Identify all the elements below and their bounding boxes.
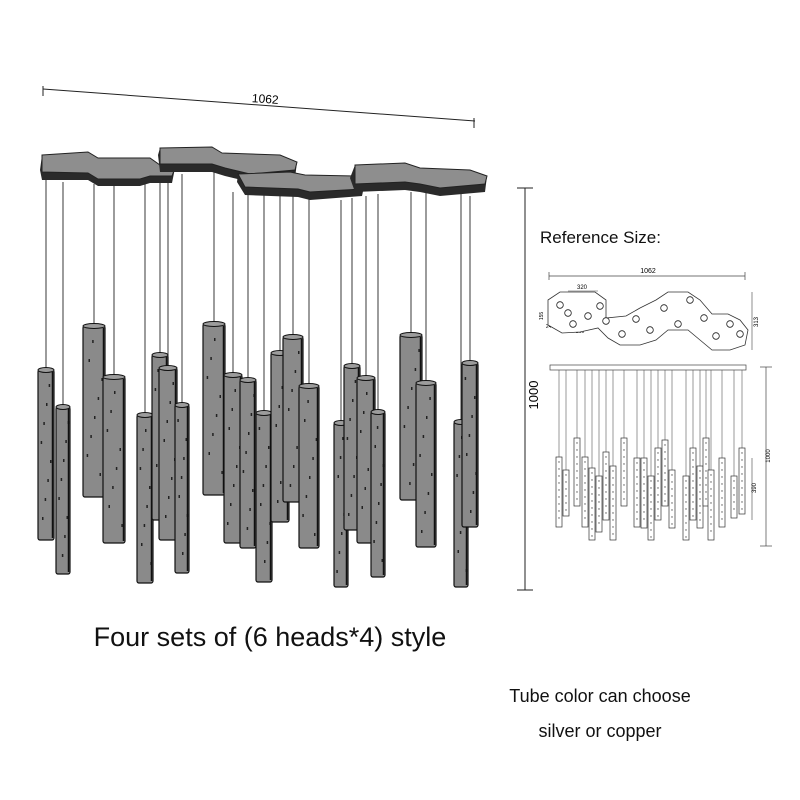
reference-top-view: 1062 320 200 155 240 260 313 bbox=[539, 268, 760, 351]
width-dimension: 1062 bbox=[42, 86, 476, 128]
pendant-tube bbox=[136, 412, 154, 584]
ref-tube bbox=[718, 457, 726, 528]
style-caption: Four sets of (6 heads*4) style bbox=[93, 622, 447, 652]
ref-led-hole bbox=[736, 330, 744, 338]
canopy-4 bbox=[350, 162, 488, 196]
ref-led-hole bbox=[564, 309, 572, 317]
ref-tube bbox=[573, 437, 581, 507]
ref-tube bbox=[682, 475, 690, 541]
ref-led-hole bbox=[646, 326, 654, 334]
ref-dim-320: 320 bbox=[577, 285, 588, 291]
pendant-tube bbox=[461, 360, 479, 528]
ref-tube bbox=[602, 451, 610, 521]
ref-tube bbox=[730, 475, 738, 519]
ref-tube bbox=[647, 475, 655, 541]
ref-tube bbox=[696, 465, 704, 529]
ref-tubes bbox=[555, 437, 746, 541]
ref-tube bbox=[595, 475, 603, 533]
ref-tube bbox=[581, 456, 589, 528]
pendant-tube bbox=[82, 323, 106, 498]
ref-canopy-bar bbox=[549, 364, 747, 371]
ref-led-hole bbox=[686, 296, 694, 304]
ref-led-hole bbox=[712, 332, 720, 340]
canopy-3 bbox=[237, 171, 366, 200]
ref-led-hole bbox=[584, 312, 592, 320]
canopy-1 bbox=[40, 151, 176, 186]
ref-tube bbox=[609, 465, 617, 541]
pendant-tube bbox=[102, 374, 126, 544]
pendant-tube bbox=[415, 380, 437, 548]
ref-tube bbox=[689, 447, 697, 521]
pendant-tube bbox=[223, 372, 243, 544]
ref-tube bbox=[654, 447, 662, 521]
ref-tube bbox=[633, 457, 641, 528]
height-label: 1000 bbox=[526, 381, 541, 410]
ref-led-hole bbox=[660, 304, 668, 312]
suspension-wires bbox=[45, 172, 471, 423]
ref-tube bbox=[620, 437, 628, 507]
pendant-tube bbox=[202, 321, 226, 496]
ref-led-hole bbox=[726, 320, 734, 328]
canopy-group bbox=[40, 146, 488, 200]
ref-tube bbox=[555, 456, 563, 528]
color-note-line1: Tube color can choose bbox=[509, 686, 691, 706]
ref-tube bbox=[738, 447, 746, 515]
ref-tube bbox=[668, 469, 676, 529]
pendant-tubes bbox=[37, 321, 479, 588]
ref-dim-155: 155 bbox=[539, 312, 545, 321]
ref-tube bbox=[588, 467, 596, 541]
ref-led-hole bbox=[618, 330, 626, 338]
ref-led-holes bbox=[556, 296, 744, 340]
reference-size-title: Reference Size: bbox=[540, 228, 661, 247]
ref-led-hole bbox=[674, 320, 682, 328]
ref-depth-label: 313 bbox=[754, 316, 760, 327]
reference-front-view: 1000 390 bbox=[549, 364, 772, 547]
pendant-tube bbox=[174, 402, 190, 574]
ref-led-hole bbox=[596, 302, 604, 310]
height-dimension: 1000 bbox=[517, 187, 541, 591]
ref-led-hole bbox=[602, 317, 610, 325]
pendant-tube bbox=[158, 365, 178, 541]
ref-led-hole bbox=[700, 314, 708, 322]
ref-tube-length-label: 390 bbox=[752, 482, 758, 493]
ref-tube bbox=[661, 439, 669, 507]
ref-width-label: 1062 bbox=[640, 268, 656, 275]
width-label: 1062 bbox=[251, 91, 279, 107]
ref-led-hole bbox=[569, 320, 577, 328]
ref-dim-240: 240 bbox=[546, 324, 555, 330]
pendant-tube bbox=[239, 377, 257, 549]
ref-tube bbox=[562, 469, 570, 517]
ref-led-hole bbox=[632, 315, 640, 323]
ref-height-label: 1000 bbox=[766, 449, 772, 463]
ref-tube bbox=[707, 469, 715, 541]
ref-wires bbox=[558, 370, 743, 476]
color-note-line2: silver or copper bbox=[538, 721, 662, 741]
pendant-tube bbox=[55, 404, 71, 575]
pendant-tube bbox=[255, 410, 273, 583]
ref-led-hole bbox=[556, 301, 564, 309]
pendant-tube bbox=[37, 367, 55, 541]
pendant-tube bbox=[298, 383, 320, 549]
ref-tube bbox=[640, 457, 648, 529]
pendant-tube bbox=[370, 409, 386, 578]
